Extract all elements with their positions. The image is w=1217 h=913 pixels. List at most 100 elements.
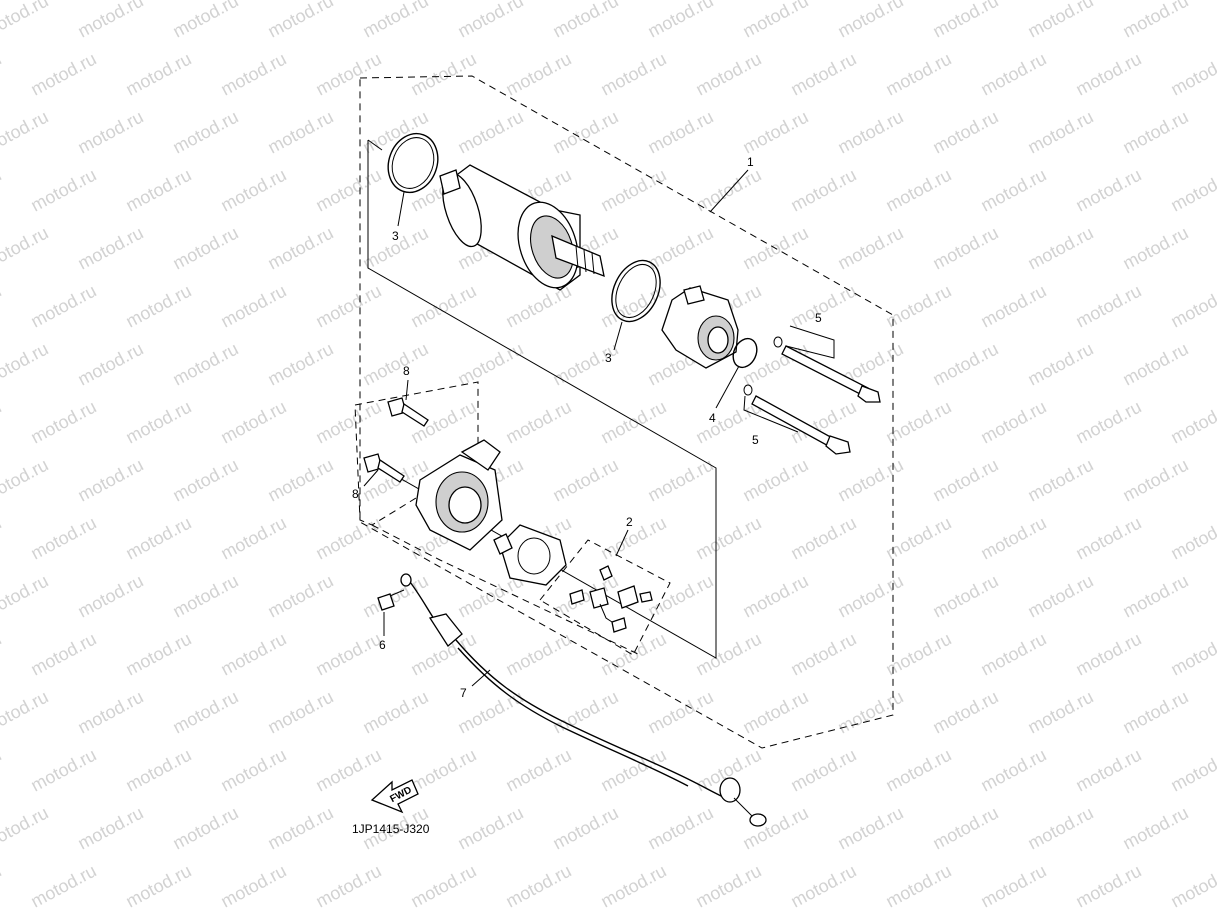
watermark-text: motod.ru (0, 687, 52, 738)
watermark-text: motod.ru (74, 803, 146, 854)
watermark-text: motod.ru (0, 397, 5, 448)
watermark-text: motod.ru (0, 223, 52, 274)
watermark-text: motod.ru (882, 745, 954, 796)
watermark-text: motod.ru (834, 687, 906, 738)
watermark-text: motod.ru (977, 513, 1049, 564)
watermark-text: motod.ru (454, 107, 526, 158)
watermark-text: motod.ru (454, 0, 526, 42)
watermark-text: motod.ru (217, 49, 289, 100)
watermark-text: motod.ru (1024, 687, 1096, 738)
watermark-text: motod.ru (834, 571, 906, 622)
watermark-text: motod.ru (1167, 629, 1217, 680)
watermark-text: motod.ru (597, 513, 669, 564)
watermark-text: motod.ru (1024, 571, 1096, 622)
o-ring-top (387, 132, 439, 194)
watermark-text: motod.ru (27, 861, 99, 912)
watermark-text: motod.ru (977, 165, 1049, 216)
watermark-text: motod.ru (0, 513, 5, 564)
watermark-text: motod.ru (74, 223, 146, 274)
watermark-text: motod.ru (977, 281, 1049, 332)
watermark-text: motod.ru (502, 281, 574, 332)
watermark-text: motod.ru (27, 281, 99, 332)
watermark-text: motod.ru (264, 571, 336, 622)
watermark-text: motod.ru (1119, 223, 1191, 274)
watermark-text: motod.ru (264, 339, 336, 390)
watermark-text: motod.ru (122, 629, 194, 680)
watermark-text: motod.ru (312, 397, 384, 448)
watermark-text: motod.ru (74, 107, 146, 158)
watermark-text: motod.ru (739, 687, 811, 738)
watermark-text: motod.ru (1072, 861, 1144, 912)
watermark-text: motod.ru (169, 107, 241, 158)
watermark-text: motod.ru (27, 397, 99, 448)
watermark-text: motod.ru (1024, 455, 1096, 506)
watermark-text: motod.ru (1119, 339, 1191, 390)
watermark-text: motod.ru (977, 397, 1049, 448)
watermark-text: motod.ru (264, 223, 336, 274)
watermark-text: motod.ru (359, 0, 431, 42)
watermark-text: motod.ru (264, 455, 336, 506)
watermark-text: motod.ru (122, 397, 194, 448)
watermark-text: motod.ru (549, 687, 621, 738)
watermark-text: motod.ru (597, 397, 669, 448)
watermark-text: motod.ru (644, 0, 716, 42)
end-cover (415, 439, 503, 551)
watermark-text: motod.ru (217, 513, 289, 564)
watermark-text: motod.ru (739, 571, 811, 622)
washer-a (773, 336, 783, 348)
watermark-text: motod.ru (1167, 745, 1217, 796)
watermark-text: motod.ru (27, 49, 99, 100)
watermark-text: motod.ru (834, 107, 906, 158)
watermark-text: motod.ru (122, 513, 194, 564)
watermark-text: motod.ru (739, 803, 811, 854)
watermark-text: motod.ru (1072, 629, 1144, 680)
watermark-text: motod.ru (169, 803, 241, 854)
watermark-text: motod.ru (0, 455, 52, 506)
brush-set-outline (539, 539, 671, 656)
watermark-text: motod.ru (1119, 687, 1191, 738)
watermark-text: motod.ru (27, 513, 99, 564)
watermark-text: motod.ru (0, 571, 52, 622)
watermark-text: motod.ru (0, 861, 5, 912)
brush-holder (493, 524, 567, 586)
watermark-text: motod.ru (217, 281, 289, 332)
watermark-text: motod.ru (1024, 803, 1096, 854)
watermark-text: motod.ru (1167, 49, 1217, 100)
watermark-text: motod.ru (312, 745, 384, 796)
watermark-text: motod.ru (454, 339, 526, 390)
watermark-text: motod.ru (264, 0, 336, 42)
watermark-text: motod.ru (454, 803, 526, 854)
watermark-text: motod.ru (217, 165, 289, 216)
watermark-text: motod.ru (929, 455, 1001, 506)
watermark-text: motod.ru (1119, 455, 1191, 506)
watermark-text: motod.ru (834, 803, 906, 854)
watermark-text: motod.ru (74, 687, 146, 738)
watermark-text: motod.ru (359, 571, 431, 622)
watermark-text: motod.ru (1024, 0, 1096, 42)
watermark-text: motod.ru (359, 339, 431, 390)
lower-outline (371, 524, 641, 656)
callout-2: 2 (626, 515, 633, 529)
watermark-text: motod.ru (74, 0, 146, 42)
watermark-text: motod.ru (0, 49, 5, 100)
washer-b (743, 384, 753, 396)
watermark-text: motod.ru (264, 107, 336, 158)
watermark-text: motod.ru (549, 107, 621, 158)
watermark-text: motod.ru (977, 861, 1049, 912)
assembly-outline-1 (359, 75, 894, 749)
watermark-text: motod.ru (1119, 571, 1191, 622)
o-ring-middle-inner (615, 264, 657, 318)
watermark-text: motod.ru (739, 107, 811, 158)
watermark-text: motod.ru (787, 629, 859, 680)
watermark-text: motod.ru (122, 165, 194, 216)
watermark-text: motod.ru (1072, 281, 1144, 332)
watermark-text: motod.ru (264, 803, 336, 854)
watermark-text: motod.ru (27, 165, 99, 216)
callout-3-top: 3 (392, 229, 399, 243)
leader-lines (363, 169, 835, 687)
watermark-text: motod.ru (502, 861, 574, 912)
watermark-text: motod.ru (407, 49, 479, 100)
watermark-text: motod.ru (122, 861, 194, 912)
watermark-text: motod.ru (407, 745, 479, 796)
callout-3-middle: 3 (605, 351, 612, 365)
